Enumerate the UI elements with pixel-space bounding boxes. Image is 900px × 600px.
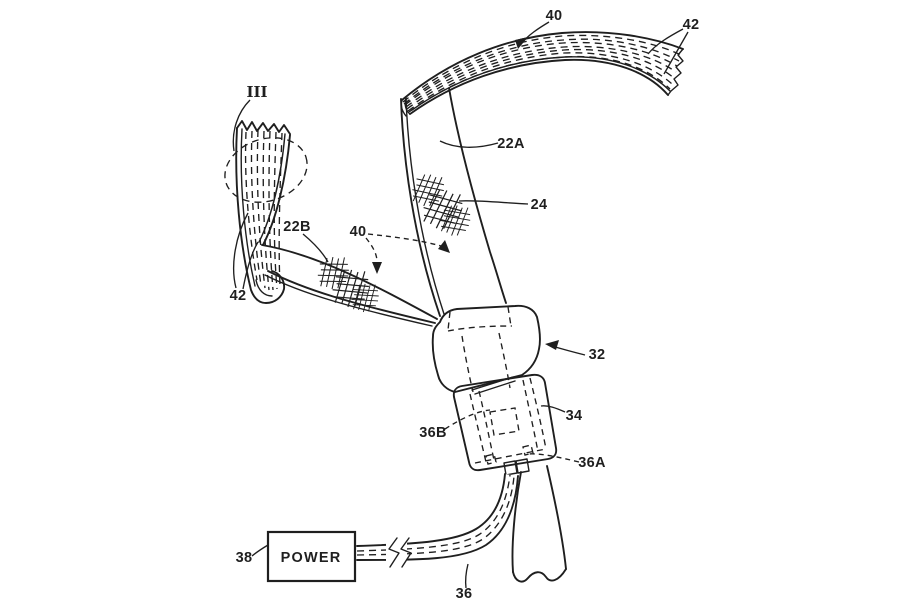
label-32-latch-plate: 32 (589, 347, 606, 363)
leader-22A (439, 140, 499, 148)
power-cable (356, 473, 519, 568)
label-40-webbing-mid: 40 (350, 224, 367, 240)
shoulder-belt (400, 87, 507, 317)
connector-pin-2 (515, 458, 530, 474)
cable-break-symbol (388, 537, 400, 568)
leader-22B (302, 233, 329, 263)
label-36A-contact: 36A (578, 455, 606, 471)
buckle-stalk (511, 465, 567, 583)
webbing-torn-end (667, 48, 684, 96)
leader-42-top-b (663, 31, 689, 75)
label-34-buckle: 34 (566, 408, 583, 424)
strap-end-torn-edge (236, 120, 291, 135)
leader-III (232, 99, 251, 152)
strap-end-section (224, 120, 308, 304)
latch-plate (431, 304, 541, 393)
section-circle (224, 137, 308, 203)
strap-end-fold (255, 279, 273, 297)
stalk-break-wave (512, 568, 567, 583)
power-box-label: POWER (281, 550, 342, 566)
buckle-body (452, 373, 558, 476)
label-42-wires-left: 42 (230, 288, 247, 304)
leader-32 (551, 345, 586, 356)
shoulder-contact-patch (408, 169, 474, 240)
leader-36B (444, 409, 491, 430)
contact-pad-right (522, 444, 534, 456)
webbing-top-band (400, 31, 684, 117)
leader-36 (464, 563, 469, 589)
leader-42-left-b (242, 241, 259, 290)
lap-belt (261, 244, 438, 327)
leader-40-mid-b (367, 233, 442, 247)
label-III-section: III (246, 83, 267, 101)
contact-pad-left (485, 453, 497, 465)
power-box: POWER (266, 530, 357, 583)
leader-34 (540, 405, 566, 413)
leader-42-left-a (233, 212, 249, 289)
leader-40-top (520, 21, 550, 45)
leader-42-top-a (647, 28, 684, 55)
buckle-slot-lip (471, 376, 514, 391)
leader-24 (458, 200, 529, 205)
label-36-cable: 36 (456, 586, 473, 600)
connector-pin-1 (503, 460, 518, 476)
label-22B-lap: 22B (283, 219, 311, 235)
leader-40-mid-a (365, 237, 378, 267)
label-22A-shoulder: 22A (497, 136, 525, 152)
label-24-contact: 24 (531, 197, 548, 213)
label-36B-window: 36B (419, 425, 447, 441)
leader-lines (232, 21, 689, 589)
leader-38 (251, 544, 269, 557)
buckle-window (489, 407, 520, 436)
label-40-webbing-top: 40 (546, 8, 563, 24)
label-38-power: 38 (236, 550, 253, 566)
label-42-wires-top: 42 (683, 17, 700, 33)
reference-numerals: 40 42 III 22A 24 22B 40 42 32 34 36B 36A… (230, 8, 700, 600)
leader-36A (527, 453, 580, 463)
